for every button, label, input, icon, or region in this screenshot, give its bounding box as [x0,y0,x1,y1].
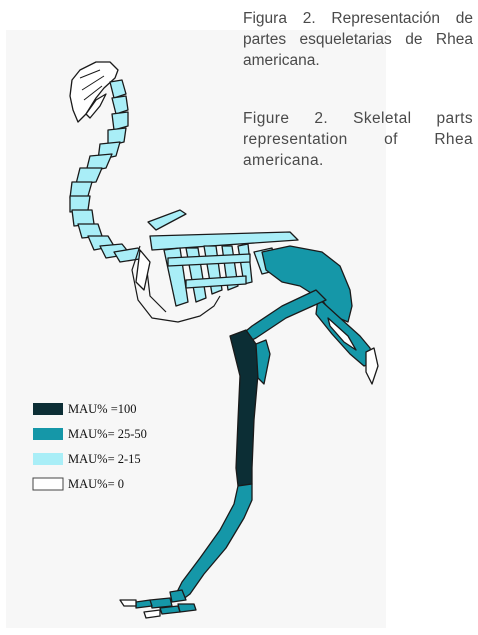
legend-swatch-0 [33,478,63,490]
legend-swatch-25-50 [33,428,63,440]
legend: MAU% =100 MAU%= 25-50 MAU%= 2-15 MAU%= 0 [33,402,147,491]
legend-label-25-50: MAU%= 25-50 [68,427,147,441]
legend-label-2-15: MAU%= 2-15 [68,452,141,466]
tail-vertebrae [366,348,378,384]
legend-swatch-100 [33,403,63,415]
legend-label-0: MAU%= 0 [68,477,124,491]
fibula [256,340,270,384]
tibiotarsus [230,330,258,486]
tarsometatarsus [176,484,252,600]
legend-label-100: MAU% =100 [68,402,137,416]
femur [240,290,326,344]
legend-swatch-2-15 [33,453,63,465]
